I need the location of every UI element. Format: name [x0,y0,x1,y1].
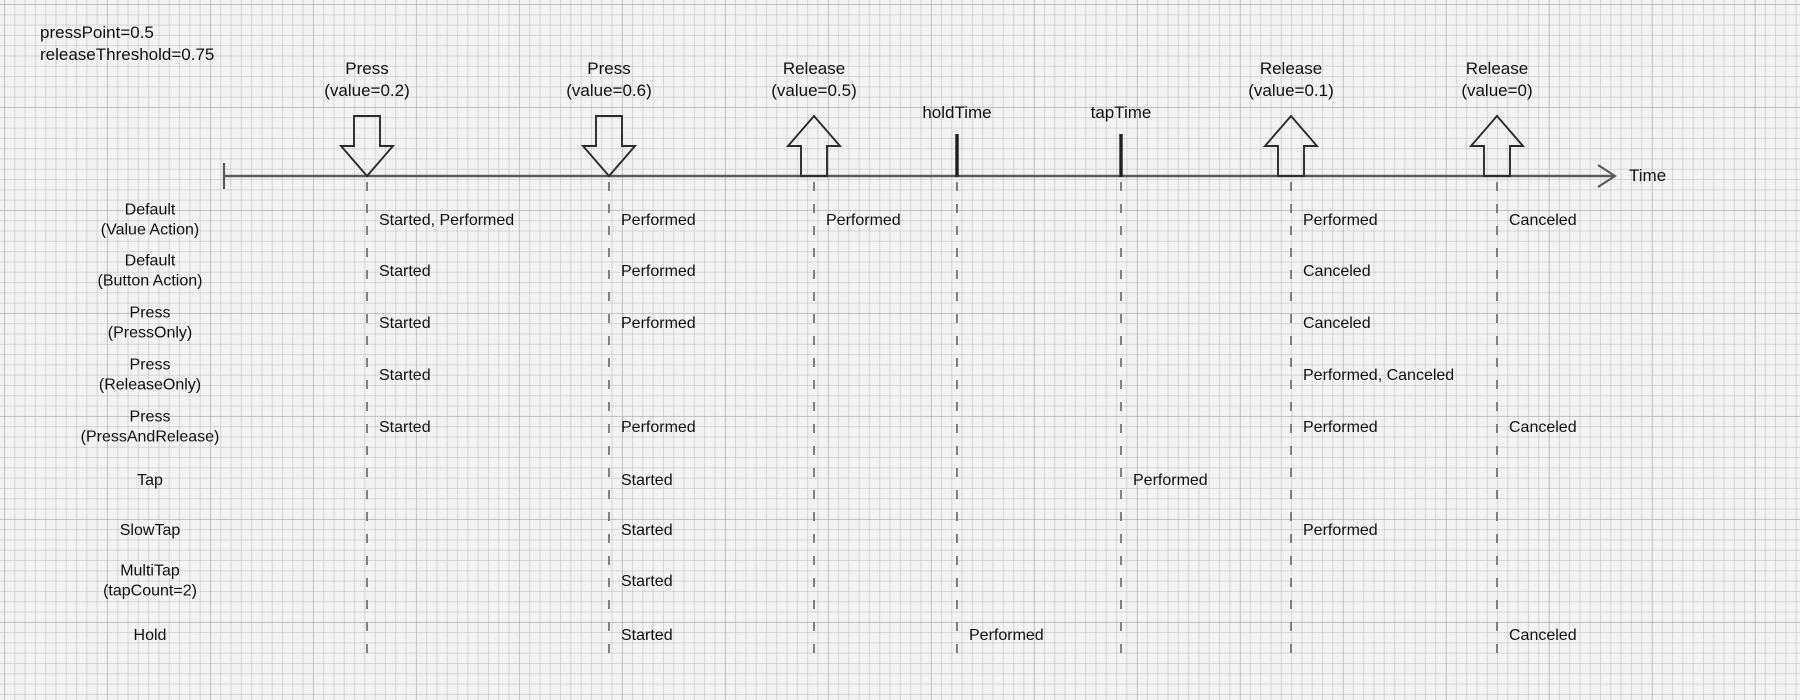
cell-default-button-action-release-01: Canceled [1303,263,1371,280]
time-axis-caption: Time [1629,166,1667,185]
row-label-press-releaseonly: Press (ReleaseOnly) [98,356,202,394]
event-label-release-01: Release (value=0.1) [1248,59,1334,100]
cell-hold-hold-time: Performed [969,627,1044,644]
row-label-tap: Tap [137,471,163,489]
cell-press-releaseonly-release-01: Performed, Canceled [1303,367,1455,384]
row-label-multitap: MultiTap (tapCount=2) [103,562,197,600]
cell-default-value-action-press-06: Performed [621,212,696,229]
event-label-hold-time: holdTime [922,103,992,122]
cell-hold-press-06: Started [621,627,673,644]
cell-tap-tap-time: Performed [1133,472,1208,489]
cell-press-pressonly-release-01: Canceled [1303,315,1371,332]
arrow-up-icon-release-0 [1468,114,1526,177]
arrow-up-icon-release-01 [1262,114,1320,177]
row-label-default-value-action: Default (Value Action) [100,201,200,239]
cell-default-value-action-release-0: Canceled [1509,212,1577,229]
row-label-default-button-action: Default (Button Action) [97,252,203,290]
arrow-down-icon-press-06 [580,115,638,178]
event-label-press-06: Press (value=0.6) [566,59,652,100]
arrow-up-icon-release-05 [785,114,843,177]
cell-slowtap-press-06: Started [621,522,673,539]
cell-default-button-action-press-06: Performed [621,263,696,280]
cell-slowtap-release-01: Performed [1303,522,1378,539]
cell-default-value-action-press-02: Started, Performed [379,212,515,229]
cell-press-pressonly-press-06: Performed [621,315,696,332]
parameters-note: pressPoint=0.5 releaseThreshold=0.75 [40,23,215,64]
arrow-down-icon-press-02 [338,115,396,178]
cell-press-releaseonly-press-02: Started [379,367,431,384]
row-label-press-pressandrelease: Press (PressAndRelease) [80,408,220,446]
cell-tap-press-06: Started [621,472,673,489]
cell-press-pressandrelease-press-02: Started [379,419,431,436]
cell-press-pressonly-press-02: Started [379,315,431,332]
row-label-hold: Hold [133,626,167,644]
cell-press-pressandrelease-press-06: Performed [621,419,696,436]
cell-press-pressandrelease-release-0: Canceled [1509,419,1577,436]
cell-default-value-action-release-01: Performed [1303,212,1378,229]
cell-default-button-action-press-02: Started [379,263,431,280]
cell-hold-release-0: Canceled [1509,627,1577,644]
row-label-slowtap: SlowTap [119,521,181,539]
cell-multitap-press-06: Started [621,573,673,590]
row-label-press-pressonly: Press (PressOnly) [107,304,193,342]
cell-press-pressandrelease-release-01: Performed [1303,419,1378,436]
event-label-press-02: Press (value=0.2) [324,59,410,100]
event-label-tap-time: tapTime [1090,103,1152,122]
event-label-release-0: Release (value=0) [1461,59,1533,100]
cell-default-value-action-release-05: Performed [826,212,901,229]
event-label-release-05: Release (value=0.5) [771,59,857,100]
time-axis-arrowhead [1597,164,1618,188]
